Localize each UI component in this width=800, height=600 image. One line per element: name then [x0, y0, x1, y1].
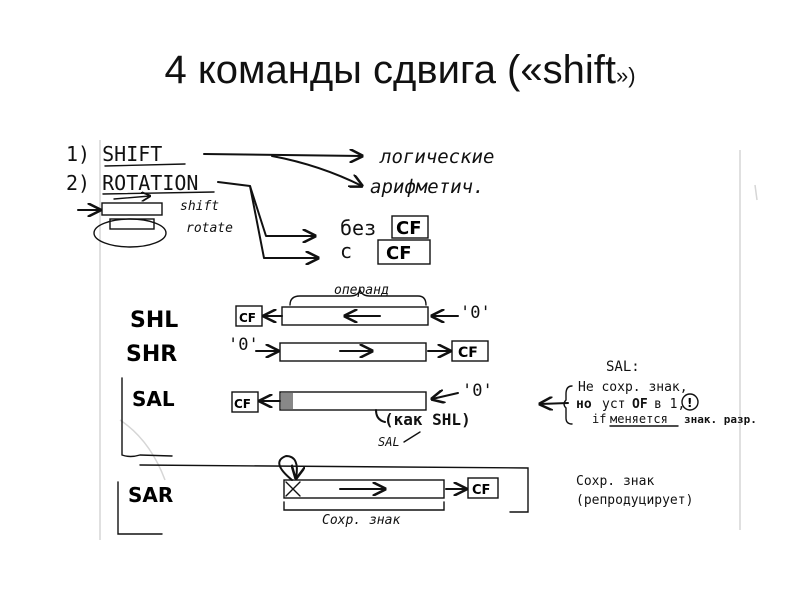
slide-title: 4 команды сдвига («shift»): [0, 48, 800, 93]
sal-notes-warning-circle: [681, 393, 699, 411]
logical-label: логические: [379, 146, 494, 168]
rotate-note: rotate: [186, 221, 233, 236]
shl-register: [281, 306, 429, 326]
rotation-underline: [102, 191, 215, 195]
shl-label: SHL: [130, 308, 178, 333]
shr-register: [279, 342, 427, 362]
sal-like-arrow: [375, 409, 386, 423]
shr-cf-box: [451, 340, 489, 362]
shift-note: shift: [180, 199, 219, 214]
sal-notes-line3-c: знак. разр.: [684, 413, 757, 426]
sal-frame: [121, 377, 173, 458]
with-cf-prefix: с: [340, 239, 352, 263]
sal-notes-line2-c: OF: [632, 397, 648, 412]
shl-zero: '0': [460, 303, 491, 323]
sar-row: SAR CF Сохр. знак Сохр. знак (репродуцир…: [117, 455, 693, 535]
sal-small-tick: [403, 431, 421, 443]
arrow-to-without-cf: [217, 181, 315, 236]
sal-like-shl: (как SHL): [384, 410, 471, 429]
sar-sign-loop: [278, 455, 297, 481]
arrow-to-logical: [203, 154, 362, 156]
without-cf-box: [391, 215, 429, 239]
sal-notes-line2-b: уст: [602, 397, 625, 412]
sal-sign-bit: [281, 393, 293, 409]
operand-brace: [289, 287, 427, 306]
sal-notes-line3-a: if: [592, 412, 606, 426]
type-shift-label: 1) SHIFT: [66, 142, 162, 166]
shl-cf-box: [235, 305, 263, 327]
sal-notes-arrow: [540, 403, 569, 404]
sal-notes-heading: SAL:: [606, 359, 640, 375]
slide-title-suffix: »): [615, 63, 636, 88]
shl-cf-text: CF: [239, 311, 256, 325]
sal-notes: SAL: Не сохр. знак, но уст OF в 1, ! if …: [540, 359, 757, 427]
rotate-mini-loop: [93, 218, 167, 248]
sar-register: [283, 479, 445, 499]
sal-row: SAL CF '0' (как SHL) SAL: [121, 377, 493, 458]
sal-label: SAL: [132, 387, 175, 411]
sal-notes-warning-mark: !: [687, 396, 692, 410]
shr-cf-text: CF: [458, 345, 478, 361]
sal-cf-text: CF: [234, 397, 251, 411]
sal-notes-line2-a: но: [576, 397, 592, 412]
sar-outer-frame: [139, 464, 529, 513]
shift-mini-register: [101, 202, 163, 216]
sar-frame: [117, 481, 163, 535]
sal-in-arrow: [432, 393, 459, 399]
shift-mini-arrow-2: [113, 196, 150, 199]
with-cf-text: CF: [386, 243, 412, 264]
sal-notes-brace: [563, 385, 573, 425]
arithmetic-label: арифметич.: [370, 176, 484, 198]
shl-row: операнд SHL CF '0': [130, 283, 491, 333]
arrow-to-arithmetic: [271, 155, 362, 186]
sar-bracket: [283, 501, 445, 511]
shift-underline: [104, 163, 186, 167]
sal-notes-line1: Не сохр. знак,: [578, 380, 688, 395]
sar-sign-bit-mark: [285, 481, 301, 497]
sal-notes-line2-d: в 1,: [654, 397, 685, 412]
sal-small-label: SAL: [378, 435, 400, 449]
sal-register: [279, 391, 427, 411]
without-cf-prefix: без: [340, 216, 376, 240]
sar-keep-sign: Сохр. знак: [322, 513, 400, 528]
sar-note2: (репродуцирует): [576, 493, 693, 508]
sal-notes-line3-b: меняется: [610, 412, 668, 426]
sal-cf-box: [231, 391, 259, 413]
shift-types-section: 1) SHIFT 2) ROTATION логические арифмети…: [66, 142, 494, 264]
type-rotation-label: 2) ROTATION: [66, 171, 198, 195]
shr-label: SHR: [126, 342, 177, 367]
sal-zero: '0': [462, 381, 493, 401]
slide-title-main: 4 команды сдвига («shift: [164, 48, 616, 92]
sar-cf-box: [467, 477, 499, 499]
shr-row: SHR '0' CF: [126, 335, 489, 367]
operand-label: операнд: [334, 283, 389, 298]
without-cf-text: CF: [396, 218, 422, 239]
arrow-to-with-cf: [249, 185, 318, 258]
sar-note1: Сохр. знак: [576, 474, 654, 489]
sar-label: SAR: [128, 483, 173, 507]
shr-zero: '0': [228, 335, 259, 355]
sar-cf-text: CF: [472, 483, 490, 498]
with-cf-box: [377, 239, 431, 265]
